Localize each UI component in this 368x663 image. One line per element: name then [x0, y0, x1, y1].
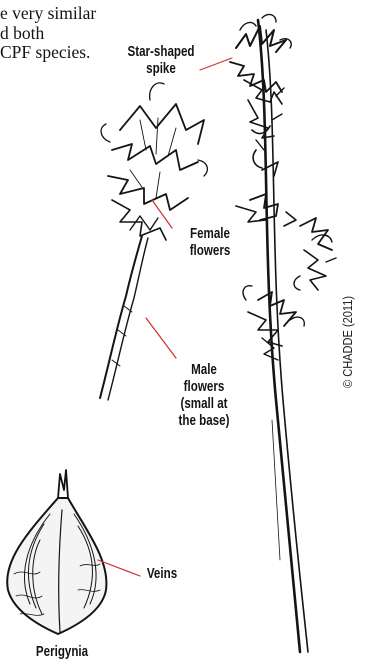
label-female-line-2: flowers: [162, 243, 258, 260]
label-female-flowers: Female flowers: [162, 226, 258, 260]
label-spike-line-2: spike: [121, 61, 201, 78]
sedge-stem-drawing: [230, 15, 336, 652]
label-perigynia: Perigynia: [28, 644, 95, 661]
label-male-line-4: the base): [159, 413, 249, 430]
label-male-line-3: (small at: [159, 396, 249, 413]
label-star-shaped-spike: Star-shaped spike: [121, 44, 201, 78]
label-veins-text: Veins: [138, 566, 186, 583]
leader-lines: [98, 58, 232, 576]
label-veins: Veins: [138, 566, 186, 583]
label-male-flowers: Male flowers (small at the base): [159, 362, 249, 430]
label-spike-line-1: Star-shaped: [121, 44, 201, 61]
label-male-line-2: flowers: [159, 379, 249, 396]
perigynium-drawing: [7, 470, 106, 634]
label-female-line-1: Female: [162, 226, 258, 243]
copyright-credit-text: © CHADDE (2011): [340, 296, 355, 388]
label-perigynia-text: Perigynia: [28, 644, 95, 661]
label-male-line-1: Male: [159, 362, 249, 379]
